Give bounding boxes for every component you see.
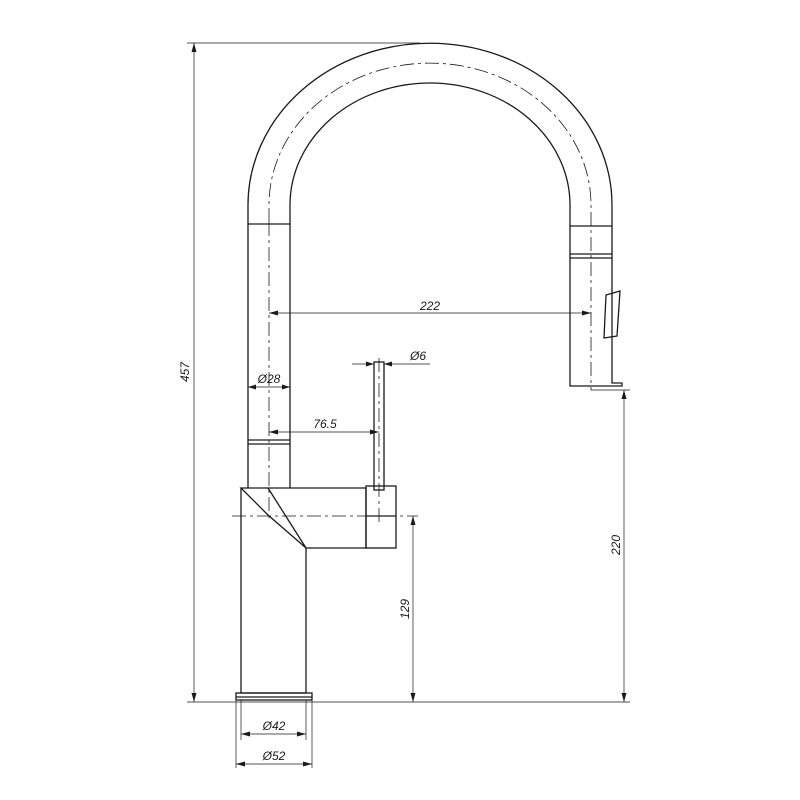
mixer-diagonal [267,487,307,549]
dim-lever-offset: 76.5 [269,417,379,435]
dim-lever-diameter-label: Ø6 [409,349,426,363]
mixer-cartridge-cap [365,485,397,549]
dim-reach-label: 222 [419,299,440,313]
spray-head-body [569,226,623,387]
dim-outlet-height-label: 220 [609,535,623,556]
spout-arch-outer [247,42,613,226]
spout-arch-inner [289,82,571,226]
dim-base-inner-diameter-label: Ø42 [262,719,286,733]
dim-tube-diameter: Ø28 [248,372,290,390]
dim-base-outer-diameter-label: Ø52 [262,749,286,763]
dim-tube-diameter-label: Ø28 [257,372,281,386]
dim-base-outer-diameter: Ø52 [235,700,313,768]
spout-centerline [268,62,592,390]
dim-total-height: 457 [178,42,420,703]
lower-body [240,488,307,694]
dim-lever-diameter: Ø6 [352,349,430,367]
spray-head-button [603,290,621,339]
center-lines [232,62,592,522]
dim-total-height-label: 457 [178,361,192,382]
dim-lever-offset-label: 76.5 [313,417,337,431]
dim-lever-axis-height: 129 [398,516,416,702]
dim-reach: 222 [269,299,591,316]
faucet-outline [235,42,623,701]
mixer-body [239,487,367,549]
dim-outlet-height: 220 [591,389,630,702]
dim-base-inner-diameter: Ø42 [240,700,307,740]
dimensions: 457 222 Ø6 Ø28 76.5 [178,42,630,768]
dim-lever-axis-height-label: 129 [398,599,412,619]
